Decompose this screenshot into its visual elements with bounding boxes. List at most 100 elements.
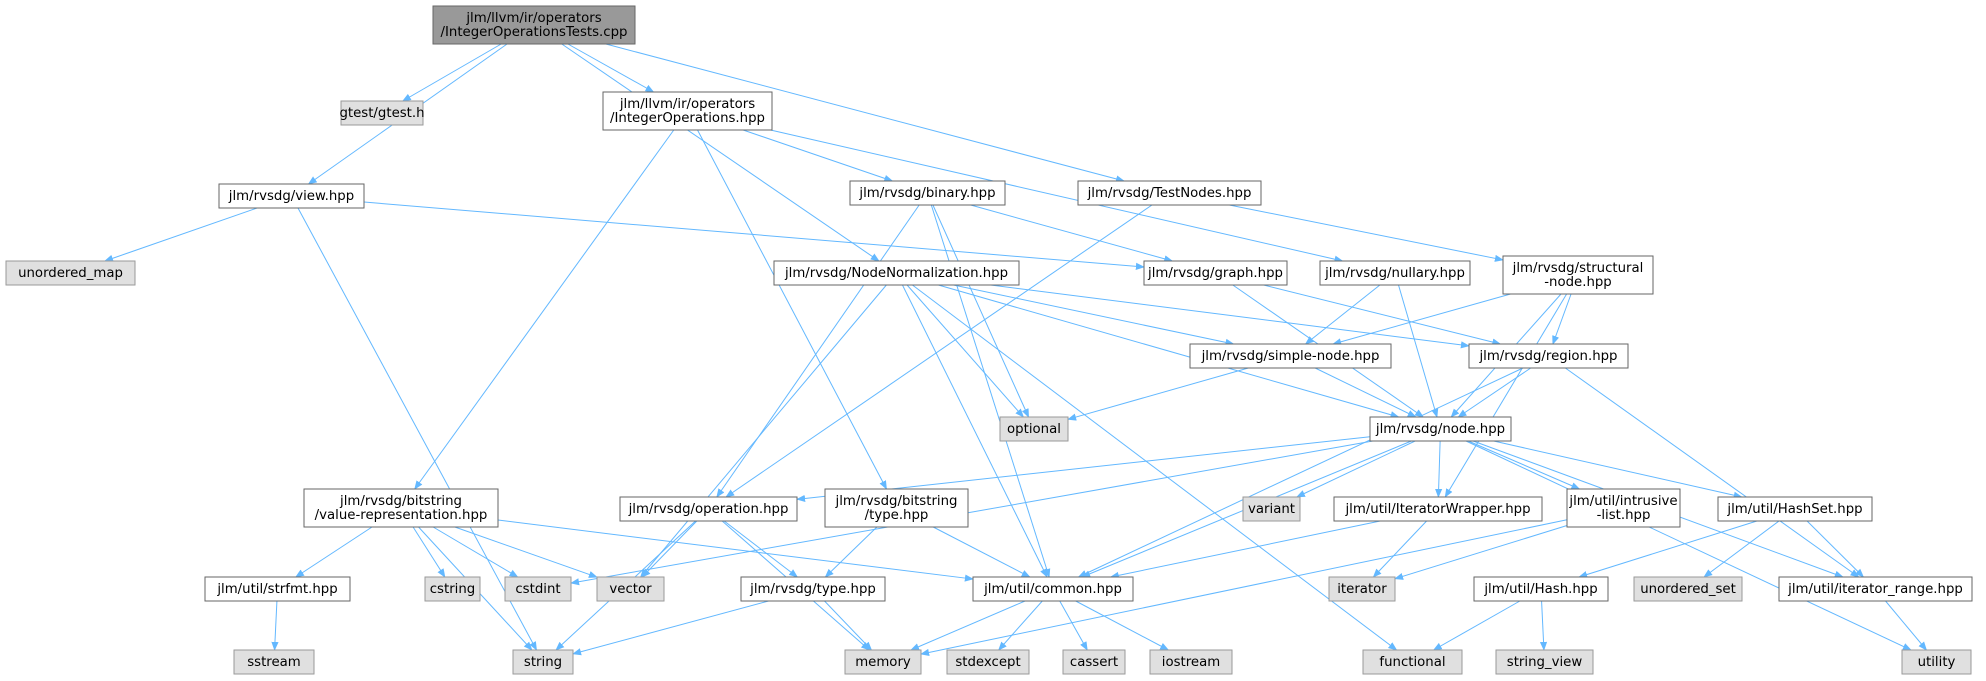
node-label-operation: jlm/rvsdg/operation.hpp [628, 502, 789, 517]
node-box-sstream [233, 649, 315, 675]
node-common[interactable]: jlm/util/common.hpp [972, 576, 1134, 602]
node-box-strfmt [204, 576, 351, 602]
node-label-intrusive: jlm/util/intrusive [1568, 494, 1677, 509]
node-box-operation [619, 496, 798, 522]
edge-node-to-intrusive [1468, 440, 1581, 490]
node-strfmt[interactable]: jlm/util/strfmt.hpp [204, 576, 351, 602]
node-iterator: iterator [1328, 576, 1396, 602]
node-label-cstdint: cstdint [515, 582, 560, 597]
node-label-unordered_set: unordered_set [1640, 582, 1736, 597]
edge-graph-to-region [1263, 284, 1502, 346]
node-box-gtest [340, 100, 424, 126]
edge-common-to-iostream [1075, 600, 1170, 651]
node-node[interactable]: jlm/rvsdg/node.hpp [1369, 416, 1512, 442]
node-simplenode[interactable]: jlm/rvsdg/simple-node.hpp [1189, 343, 1392, 369]
node-box-unordered_map [5, 260, 136, 286]
node-string: string [512, 649, 574, 675]
node-label-strfmt: jlm/util/strfmt.hpp [216, 582, 337, 597]
node-gtest: gtest/gtest.h [339, 100, 425, 126]
edge-nodenorm-to-vector [640, 284, 887, 578]
edge-region-to-common [1077, 367, 1524, 578]
node-label-optional: optional [1007, 422, 1061, 437]
node-region[interactable]: jlm/rvsdg/region.hpp [1468, 343, 1629, 369]
node-label-vector: vector [609, 582, 652, 597]
node-intops[interactable]: jlm/llvm/ir/operators/IntegerOperations.… [602, 91, 773, 131]
node-hashset[interactable]: jlm/util/HashSet.hpp [1717, 496, 1873, 522]
edge-hashset-to-unordered_set [1703, 520, 1780, 578]
node-box-variant [1242, 496, 1301, 522]
edge-view-to-unordered_map [104, 207, 258, 262]
node-label-simplenode: jlm/rvsdg/simple-node.hpp [1201, 349, 1380, 364]
edge-strfmt-to-sstream [271, 600, 279, 651]
node-label-structnode: jlm/rvsdg/structural [1512, 261, 1644, 276]
node-label-sstream: sstream [247, 655, 301, 670]
node-box-vector [596, 576, 665, 602]
node-label-valrep: /value-representation.hpp [315, 508, 488, 523]
node-label-iostream: iostream [1162, 655, 1220, 670]
node-sstream: sstream [233, 649, 315, 675]
edge-intops-to-valrep [414, 129, 675, 490]
node-label-view: jlm/rvsdg/view.hpp [228, 189, 354, 204]
node-view[interactable]: jlm/rvsdg/view.hpp [218, 183, 365, 209]
node-label-common: jlm/util/common.hpp [983, 582, 1122, 597]
node-label-testnodes: jlm/rvsdg/TestNodes.hpp [1087, 186, 1252, 201]
node-unordered_set: unordered_set [1633, 576, 1743, 602]
edge-common-to-cassert [1059, 600, 1088, 651]
edge-structnode-to-simplenode [1332, 293, 1511, 346]
edge-hash-to-functional [1432, 600, 1521, 651]
node-hash[interactable]: jlm/util/Hash.hpp [1473, 576, 1609, 602]
edge-common-to-memory [910, 600, 1026, 651]
edge-valrep-to-vector [454, 526, 598, 578]
edge-iterwrap-to-common [1109, 520, 1381, 579]
node-label-bittype: jlm/rvsdg/bitstring [835, 494, 958, 509]
node-type[interactable]: jlm/rvsdg/type.hpp [740, 576, 886, 602]
edge-node-to-variant [1296, 440, 1416, 498]
node-box-testnodes [1077, 180, 1262, 206]
node-valrep[interactable]: jlm/rvsdg/bitstring/value-representation… [303, 488, 499, 528]
edge-valrep-to-common [497, 519, 974, 582]
edge-testnodes-to-structnode [1229, 204, 1504, 262]
node-binary[interactable]: jlm/rvsdg/binary.hpp [849, 180, 1006, 206]
node-box-valrep [303, 488, 499, 528]
edge-root-to-testnodes [605, 43, 1125, 183]
edge-root-to-gtest [401, 43, 502, 102]
node-iostream: iostream [1149, 649, 1233, 675]
node-box-nodenorm [773, 260, 1020, 286]
edge-type-to-string [572, 600, 769, 656]
node-label-intops: /IntegerOperations.hpp [610, 111, 765, 126]
node-label-cstring: cstring [430, 582, 475, 597]
edge-intops-to-bittype [697, 129, 887, 490]
edge-valrep-to-cstring [412, 526, 446, 578]
edge-iterrange-to-utility [1885, 600, 1928, 651]
node-label-hash: jlm/util/Hash.hpp [1483, 582, 1597, 597]
edge-nodenorm-to-simplenode [953, 284, 1235, 346]
node-graph[interactable]: jlm/rvsdg/graph.hpp [1143, 260, 1288, 286]
node-cstdint: cstdint [504, 576, 572, 602]
node-nullary[interactable]: jlm/rvsdg/nullary.hpp [1319, 260, 1471, 286]
nodes-layer: jlm/llvm/ir/operators/IntegerOperationsT… [5, 5, 1973, 675]
node-bittype[interactable]: jlm/rvsdg/bitstring/type.hpp [824, 488, 969, 528]
edge-intops-to-nullary [770, 129, 1344, 263]
node-box-nullary [1319, 260, 1471, 286]
node-iterrange[interactable]: jlm/util/iterator_range.hpp [1778, 576, 1973, 602]
node-memory: memory [844, 649, 922, 675]
edge-region-to-node [1457, 367, 1532, 418]
node-intrusive[interactable]: jlm/util/intrusive-list.hpp [1566, 488, 1681, 528]
edge-iterwrap-to-iterator [1372, 520, 1427, 578]
node-nodenorm[interactable]: jlm/rvsdg/NodeNormalization.hpp [773, 260, 1020, 286]
node-testnodes[interactable]: jlm/rvsdg/TestNodes.hpp [1077, 180, 1262, 206]
node-box-functional [1362, 649, 1463, 675]
node-structnode[interactable]: jlm/rvsdg/structural-node.hpp [1502, 255, 1654, 295]
node-iterwrap[interactable]: jlm/util/IteratorWrapper.hpp [1333, 496, 1543, 522]
node-label-utility: utility [1918, 655, 1956, 670]
node-box-structnode [1502, 255, 1654, 295]
node-box-iterator [1328, 576, 1396, 602]
node-operation[interactable]: jlm/rvsdg/operation.hpp [619, 496, 798, 522]
node-root[interactable]: jlm/llvm/ir/operators/IntegerOperationsT… [432, 5, 636, 45]
node-label-iterwrap: jlm/util/IteratorWrapper.hpp [1344, 502, 1530, 517]
edge-simplenode-to-node [1314, 367, 1417, 418]
node-label-binary: jlm/rvsdg/binary.hpp [858, 186, 995, 201]
node-box-iostream [1149, 649, 1233, 675]
node-cstring: cstring [424, 576, 481, 602]
edge-view-to-string [297, 207, 537, 651]
